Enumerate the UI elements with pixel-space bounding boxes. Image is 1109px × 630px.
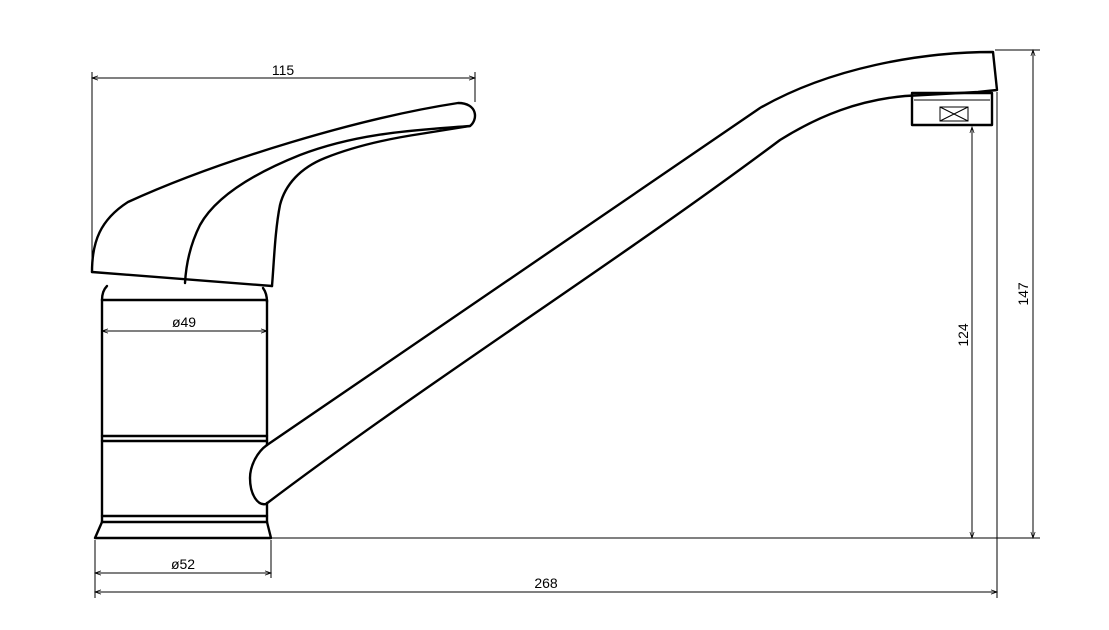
faucet-base <box>93 520 273 540</box>
dimension-label-handle: 115 <box>272 62 295 78</box>
dimension-body-diameter: ø49 <box>100 314 269 334</box>
dimension-label-length: 268 <box>534 575 558 591</box>
dimension-spout-height: 124 <box>955 125 975 540</box>
dimension-handle-length: 115 <box>90 62 477 262</box>
aerator <box>910 91 994 127</box>
dimension-label-height: 147 <box>1015 282 1031 306</box>
spout <box>248 50 999 506</box>
dimensions: 115 ø49 ø52 268 124 147 <box>90 48 1040 598</box>
dimension-base-diameter: ø52 <box>93 540 273 598</box>
faucet-outline <box>90 50 1040 540</box>
dimension-label-base: ø52 <box>171 556 195 572</box>
dimension-label-body: ø49 <box>172 314 196 330</box>
dimension-label-spout: 124 <box>955 323 971 347</box>
dimension-total-length: 268 <box>93 92 999 598</box>
faucet-body <box>100 284 269 524</box>
dimension-total-height: 147 <box>995 48 1040 540</box>
lever-handle <box>90 101 477 288</box>
